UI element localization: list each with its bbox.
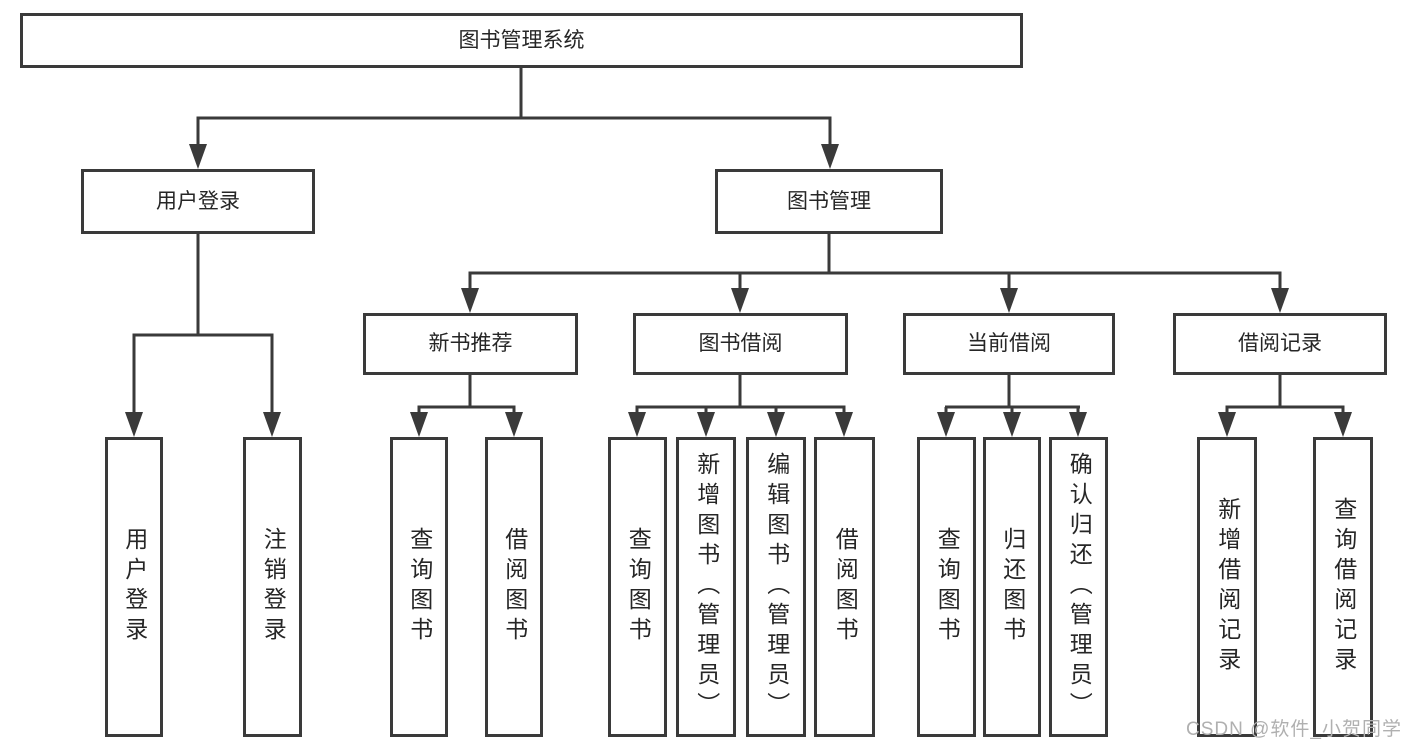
leaf-label: 借阅图书 (501, 527, 528, 647)
leaf-add-book-admin: 新增图书（管理员） (676, 437, 736, 737)
leaf-label: 确认归还（管理员） (1066, 452, 1093, 722)
leaf-return-book: 归还图书 (983, 437, 1041, 737)
arrowhead-icons (125, 144, 1352, 437)
leaf-label: 注销登录 (260, 527, 287, 647)
node-label: 图书借阅 (698, 332, 783, 356)
leaf-confirm-return-admin: 确认归还（管理员） (1049, 437, 1108, 737)
leaf-query-books-recommend: 查询图书 (390, 437, 448, 737)
leaf-label: 新增借阅记录 (1214, 497, 1241, 677)
node-current-borrowing: 当前借阅 (903, 313, 1115, 375)
node-label: 图书管理 (787, 189, 871, 213)
node-label: 用户登录 (156, 189, 240, 213)
node-borrowing-records: 借阅记录 (1173, 313, 1387, 375)
node-book-management: 图书管理 (715, 169, 943, 234)
node-book-borrowing: 图书借阅 (633, 313, 848, 375)
leaf-add-borrow-record: 新增借阅记录 (1197, 437, 1257, 737)
node-label: 借阅记录 (1238, 332, 1322, 356)
leaf-logout: 注销登录 (243, 437, 302, 737)
leaf-query-books-current: 查询图书 (917, 437, 976, 737)
leaf-query-books-borrow: 查询图书 (608, 437, 667, 737)
leaf-label: 编辑图书（管理员） (763, 452, 790, 722)
node-library-management-system: 图书管理系统 (20, 13, 1023, 68)
leaf-label: 借阅图书 (832, 527, 859, 647)
leaf-label: 查询借阅记录 (1330, 497, 1357, 677)
watermark: CSDN @软件_小贺同学 (1186, 719, 1402, 740)
node-label: 当前借阅 (967, 332, 1051, 356)
leaf-label: 查询图书 (406, 527, 433, 647)
leaf-label: 新增图书（管理员） (693, 452, 720, 722)
leaf-label: 用户登录 (121, 527, 148, 647)
leaf-label: 归还图书 (999, 527, 1026, 647)
node-label: 图书管理系统 (458, 28, 585, 52)
leaf-user-login: 用户登录 (105, 437, 163, 737)
leaf-query-borrow-record: 查询借阅记录 (1313, 437, 1373, 737)
leaf-label: 查询图书 (934, 527, 961, 647)
node-new-book-recommend: 新书推荐 (363, 313, 578, 375)
leaf-borrow-books-recommend: 借阅图书 (485, 437, 543, 737)
leaf-label: 查询图书 (625, 527, 652, 647)
leaf-borrow-books: 借阅图书 (814, 437, 875, 737)
node-user-login: 用户登录 (81, 169, 315, 234)
leaf-edit-book-admin: 编辑图书（管理员） (746, 437, 806, 737)
node-label: 新书推荐 (428, 332, 513, 356)
